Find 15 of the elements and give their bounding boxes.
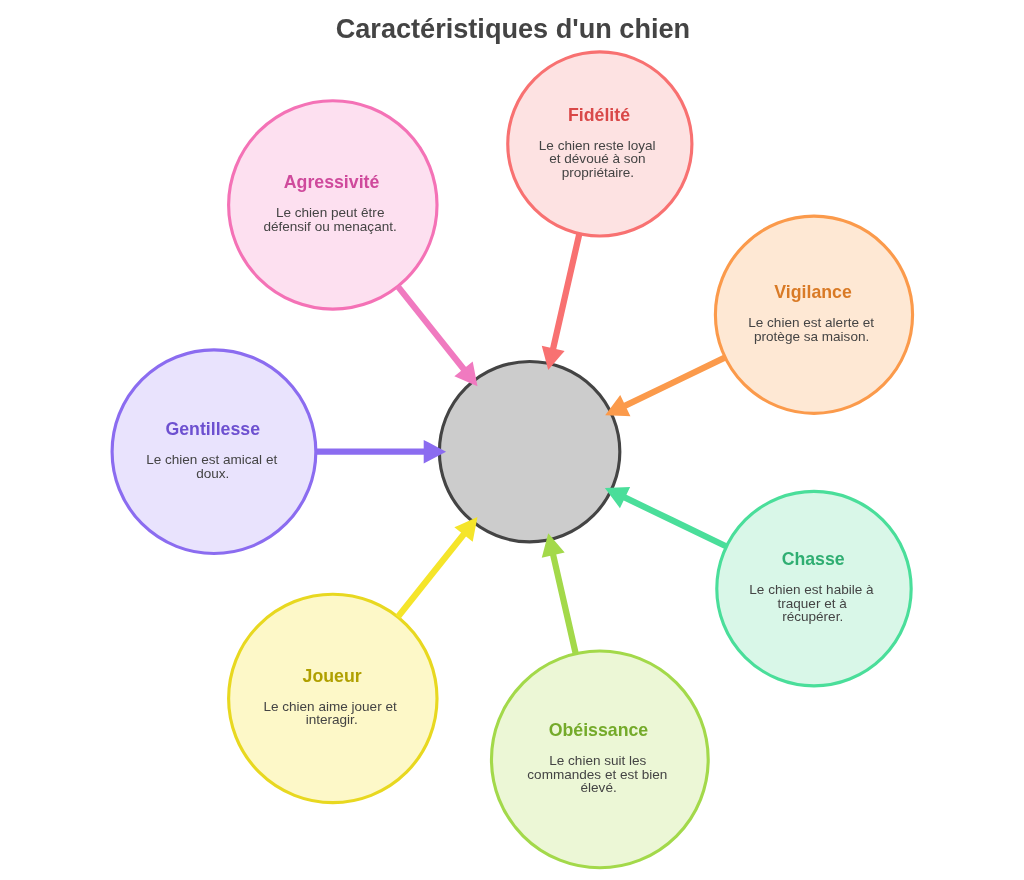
node-circle: Chasse Le chien est habile à traquer et à récupérer. xyxy=(714,489,913,687)
arrow xyxy=(604,486,727,549)
diagram-title: Caractéristiques d'un chien xyxy=(335,12,690,44)
arrow xyxy=(604,354,726,416)
node-circle: Obéissance Le chien suit les commandes et est bien élevé. xyxy=(489,649,710,869)
arrow xyxy=(541,233,582,370)
arrow xyxy=(315,439,446,463)
node-circle: Vigilance Le chien est alerte et protège sa maison. xyxy=(713,214,914,415)
node-circle: Agressivité Le chien peut être défensif ou menaçant. xyxy=(226,98,439,311)
arrow xyxy=(394,516,477,619)
node-circle: Fidélité Le chien reste loyal et dévoué à son propriétaire. xyxy=(505,49,693,238)
arrow xyxy=(394,283,477,386)
node-circle: Gentillesse Le chien est amical et doux. xyxy=(110,347,317,555)
node-circle: Joueur Le chien aime jouer et interagir. xyxy=(226,592,439,804)
arrow xyxy=(541,532,579,654)
